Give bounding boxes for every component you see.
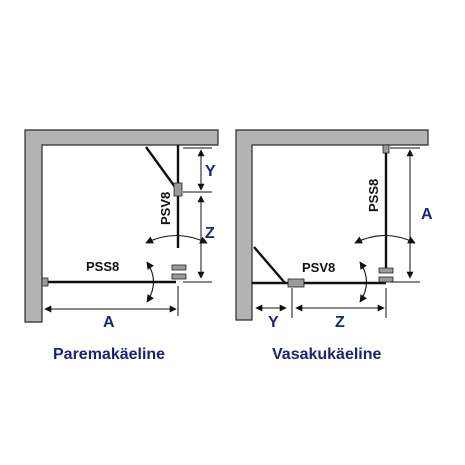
door-swing-arc [145, 235, 208, 244]
corner-connector-2 [171, 273, 187, 280]
return-panel [253, 246, 286, 284]
label-height: A [421, 206, 433, 223]
right-handed-diagram: Y Z A PSS8 PSV8 Paremakäeline [24, 129, 219, 363]
label-door: PSS8 [366, 179, 381, 212]
caption-right-handed: Paremakäeline [53, 346, 165, 363]
caption-left-handed: Vasakukäeline [272, 346, 382, 363]
return-panel [145, 146, 176, 188]
hinge-top [173, 182, 183, 197]
hinge-top [382, 144, 390, 154]
panel-swing-arc [146, 261, 155, 303]
wall-left [24, 129, 219, 323]
end-connector-2 [378, 276, 394, 283]
panel-swing-arc [359, 261, 368, 303]
label-door-length: Z [205, 225, 215, 242]
label-fixed-panel: PSV8 [302, 260, 335, 275]
wall-right [235, 129, 429, 321]
label-fixed-panel: PSS8 [86, 259, 119, 274]
label-width: A [103, 314, 115, 331]
label-left-offset: Y [268, 314, 279, 331]
label-upper-offset: Y [205, 163, 216, 180]
corner-connector [287, 278, 305, 288]
corner-connector [171, 264, 187, 271]
end-connector [378, 267, 394, 274]
left-handed-diagram: A Y Z PSV8 PSS8 Vasakukäeline [235, 129, 433, 363]
wall-profile-left [41, 277, 49, 287]
label-door: PSV8 [158, 192, 173, 225]
label-door-length: Z [335, 314, 345, 331]
